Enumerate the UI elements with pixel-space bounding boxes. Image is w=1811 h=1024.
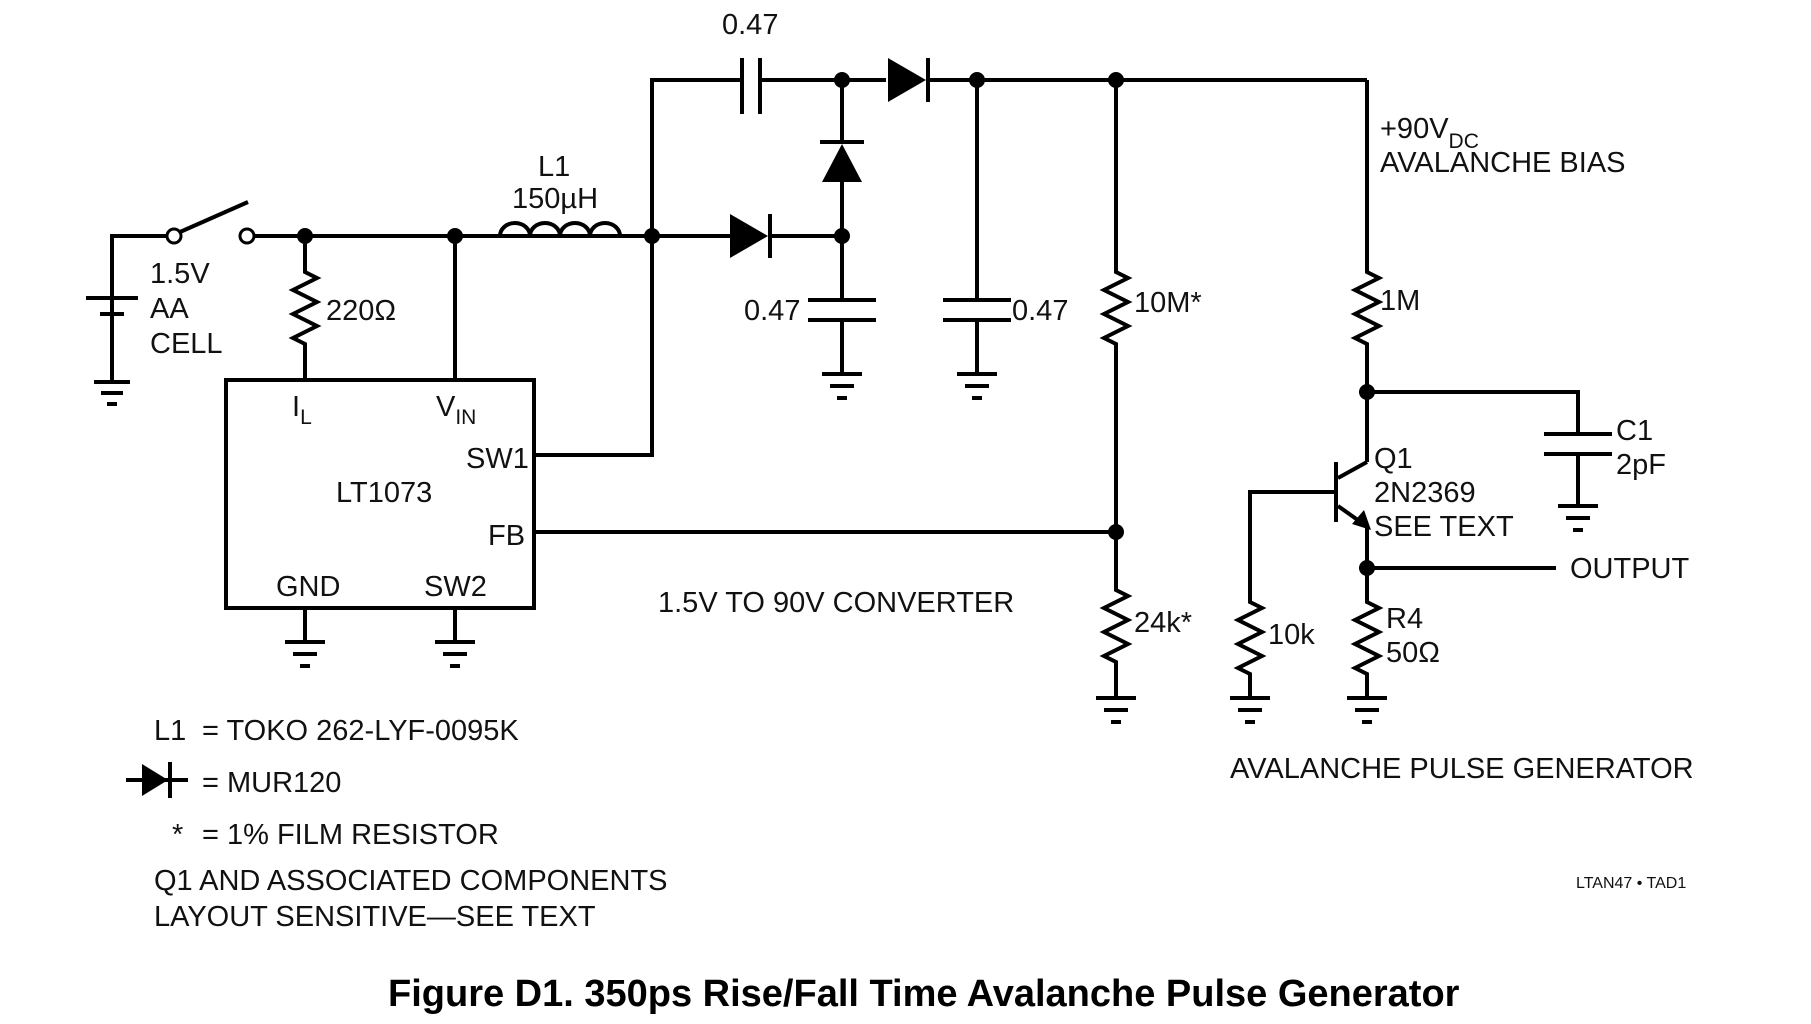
ground-symbol-battery [94,380,130,406]
battery-label-voltage: 1.5V [150,258,210,290]
resistor-220-label: 220Ω [326,295,396,327]
ground-symbol-c1 [1558,504,1598,532]
ic-pin-fb-label: FB [488,520,525,552]
bias-description-label: AVALANCHE BIAS [1380,147,1626,179]
resistor-10m-label: 10M* [1134,287,1202,319]
capacitor-right [943,80,1011,372]
note-q1-line2: LAYOUT SENSITIVE—SEE TEXT [154,901,596,933]
ic-lt1073 [224,378,536,610]
capacitor-middle [808,298,876,372]
battery-label-cell: CELL [150,328,223,360]
ground-symbol-24k [1096,696,1136,724]
legend-diode-symbol [126,762,188,798]
ground-symbol-ic-gnd [285,640,325,668]
l1-value-label: 150µH [512,183,598,215]
resistor-24k [1099,532,1133,696]
converter-section-label: 1.5V TO 90V CONVERTER [658,587,1014,619]
cap-top-label: 0.47 [722,9,778,41]
q1-note-label: SEE TEXT [1374,511,1514,543]
r4-value-label: 50Ω [1386,637,1440,669]
note-q1-line1: Q1 AND ASSOCIATED COMPONENTS [154,865,668,897]
ground-symbol-cap-middle [822,372,862,400]
ic-pin-sw2-label: SW2 [424,571,487,603]
diode-top [888,58,930,102]
figure-ref-code: LTAN47 • TAD1 [1576,875,1686,892]
transistor-q1 [1248,460,1371,596]
resistor-10k-label: 10k [1268,619,1315,651]
diode-middle [730,214,842,258]
note-star-key: * [172,819,183,851]
pulse-generator-section-label: AVALANCHE PULSE GENERATOR [1230,753,1694,785]
resistor-r4 [1350,568,1384,696]
q1-part-label: 2N2369 [1374,477,1476,509]
resistor-1m-label: 1M [1380,285,1420,317]
capacitor-c1 [1367,390,1612,504]
diode-vertical [820,80,864,300]
resistor-1m [1350,80,1384,462]
ic-name-label: LT1073 [336,477,432,509]
ground-symbol-r4 [1347,696,1387,724]
ic-pin-il-label: IL [292,391,312,429]
q1-name-label: Q1 [1374,443,1413,475]
ic-pin-sw1-label: SW1 [466,443,529,475]
battery-branch [86,234,168,380]
ground-symbol-cap-right [957,372,997,400]
c1-value-label: 2pF [1616,449,1666,481]
sw1-wire [534,78,740,457]
power-switch [165,200,256,245]
note-l1-key: L1 [154,715,186,747]
ground-symbol-ic-sw2 [435,640,475,668]
r4-name-label: R4 [1386,603,1423,635]
figure-title: Figure D1. 350ps Rise/Fall Time Avalanch… [388,973,1460,1015]
resistor-24k-label: 24k* [1134,607,1192,639]
l1-name-label: L1 [538,151,570,183]
resistor-220 [288,236,322,380]
ground-symbol-10k [1230,696,1270,724]
cap-right-label: 0.47 [1012,295,1068,327]
junction-dot [834,228,850,244]
battery-label-type: AA [150,293,189,325]
bias-voltage-label: +90VDC [1380,113,1479,153]
note-l1-text: = TOKO 262-LYF-0095K [202,715,519,747]
ic-pin-gnd-label: GND [276,571,340,603]
note-star-text: = 1% FILM RESISTOR [202,819,499,851]
inductor-l1 [455,221,730,238]
resistor-10k [1233,596,1267,696]
capacitor-top [740,58,762,114]
cap-middle-label: 0.47 [744,295,800,327]
note-diode-text: = MUR120 [202,767,341,799]
output-label: OUTPUT [1570,553,1690,585]
c1-name-label: C1 [1616,415,1653,447]
ic-pin-vin-label: VIN [436,391,476,429]
resistor-10m [1099,80,1133,532]
